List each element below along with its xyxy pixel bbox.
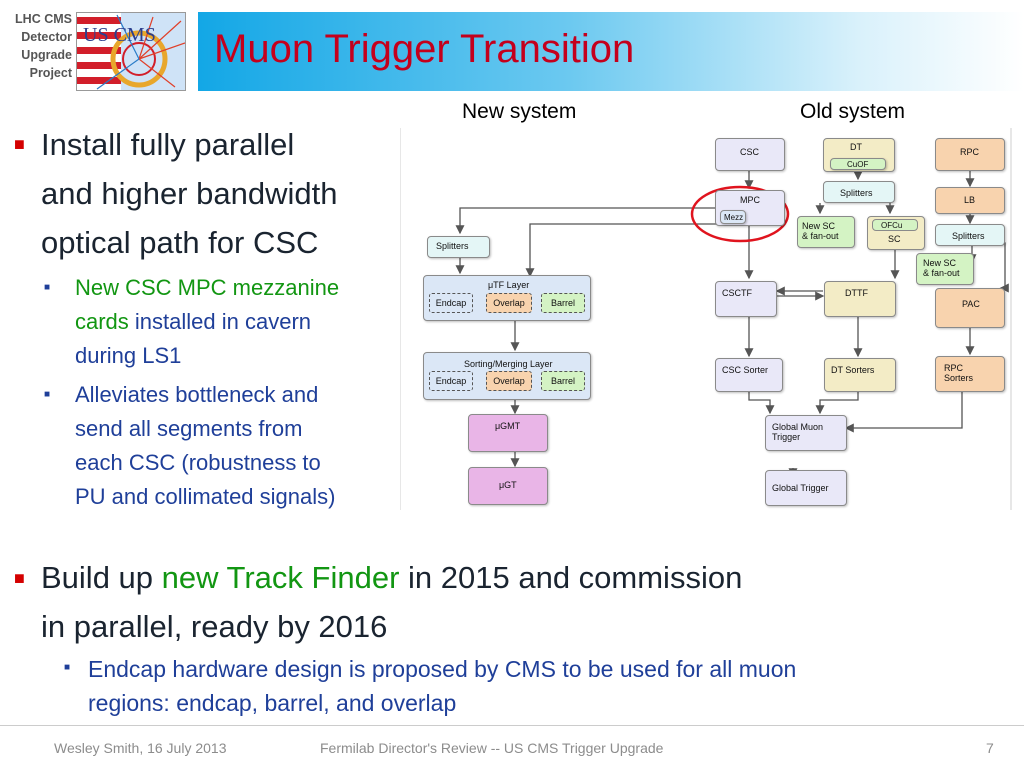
bullet-marker: ■ [14,568,25,588]
dt-label: DT [850,142,862,152]
sub-bullet-3-line: regions: endcap, barrel, and overlap [88,690,457,716]
new-sc-fanout-rpc-box: New SC & fan-out [916,253,974,285]
sub-bullet-2-text: Alleviates bottleneck and send all segme… [75,378,335,514]
sc-box: OFCu SC [867,216,925,250]
rpc-box: RPC [935,138,1005,171]
bullet-2-pre: Build up [41,560,162,595]
bullet-1-line: and higher bandwidth [41,176,338,211]
rpc-sorters-box: RPC Sorters [935,356,1005,392]
dt-splitters-box: Splitters [823,181,895,203]
global-muon-trigger-box: Global Muon Trigger [765,415,847,451]
new-sc-line: New SC [802,221,836,231]
new-system-label: New system [462,100,577,123]
sorting-layer-label: Sorting/Merging Layer [464,359,553,369]
ugt-box: μGT [468,467,548,505]
old-system-label: Old system [800,100,906,123]
mpc-box: MPC [715,190,785,226]
utf-endcap: Endcap [429,293,473,313]
rpc-splitters-box: Splitters [935,224,1005,246]
sub-bullet-1-rest: installed in cavern [128,309,312,334]
logo-text: US CMS [83,24,156,46]
sort-endcap: Endcap [429,371,473,391]
new-sc-rpc-line: New SC [923,258,957,268]
project-label-line: Detector [21,30,72,44]
bullet-2-post: in 2015 and commission [399,560,743,595]
utf-barrel: Barrel [541,293,585,313]
rpc-sorters-line: RPC [944,363,964,373]
project-label: LHC CMS Detector Upgrade Project [0,10,72,82]
sort-barrel: Barrel [541,371,585,391]
sort-overlap: Overlap [486,371,532,391]
slide-title: Muon Trigger Transition [214,27,635,71]
new-sc-line: & fan-out [802,231,839,241]
rpc-sorters-line: Sorters [944,373,974,383]
new-sc-rpc-line: & fan-out [923,268,960,278]
bullet-marker: ■ [14,134,25,154]
csc-sorter-box: CSC Sorter [715,358,783,392]
dttf-box: DTTF [824,281,896,317]
project-label-line: Upgrade [21,48,72,62]
sub-bullet-1-line3: during LS1 [75,343,182,368]
footer-event: Fermilab Director's Review -- US CMS Tri… [320,740,664,756]
project-label-line: LHC CMS [15,12,72,26]
trigger-diagram: Splitters μTF Layer Endcap Overlap Barre… [400,128,1012,510]
sub-bullet-marker: ■ [44,282,51,293]
bullet-2-line2: in parallel, ready by 2016 [41,609,388,644]
sub-bullet-1-green-2: cards [75,309,129,334]
sub-bullet-1-green: New CSC MPC mezzanine [75,275,340,300]
gmt-line: Global Muon [772,422,824,432]
sub-bullet-3-text: Endcap hardware design is proposed by CM… [88,652,796,720]
utf-overlap: Overlap [486,293,532,313]
bullet-1-text: Install fully parallel and higher bandwi… [41,120,337,267]
pac-box: PAC [935,288,1005,328]
project-label-line: Project [29,66,72,80]
csc-box: CSC [715,138,785,171]
sub-bullet-3-line: Endcap hardware design is proposed by CM… [88,656,797,682]
sub-bullet-marker: ■ [64,662,71,673]
footer-divider [0,725,1024,726]
new-sc-fanout-box: New SC & fan-out [797,216,855,248]
csctf-box: CSCTF [715,281,777,317]
sub-bullet-2-line: send all segments from [75,416,303,441]
gmt-line: Trigger [772,432,801,442]
mezz-box: Mezz [720,210,746,224]
page-number: 7 [986,740,994,756]
bullet-1-line: optical path for CSC [41,225,319,260]
new-splitters-box: Splitters [427,236,490,258]
footer-author: Wesley Smith, 16 July 2013 [54,740,227,756]
us-cms-logo: US CMS [76,12,186,91]
sub-bullet-2-line: Alleviates bottleneck and [75,382,319,407]
ofcu-box: OFCu [872,219,918,231]
title-bar [198,12,1024,91]
sc-label: SC [888,234,901,244]
mpc-label: MPC [740,195,760,205]
bullet-1-line: Install fully parallel [41,127,295,162]
sub-bullet-marker: ■ [44,389,51,400]
bullet-2-green: new Track Finder [161,560,400,595]
sub-bullet-2-line: PU and collimated signals) [75,484,336,509]
sub-bullet-1-text: New CSC MPC mezzanine cards installed in… [75,271,339,373]
ugmt-box: μGMT [468,414,548,452]
us-cms-logo-graphic: US CMS [77,13,185,90]
dt-sorters-box: DT Sorters [824,358,896,392]
global-trigger-box: Global Trigger [765,470,847,506]
cuof-box: CuOF [830,158,886,170]
bullet-2-text: Build up new Track Finder in 2015 and co… [41,553,742,651]
sub-bullet-2-line: each CSC (robustness to [75,450,321,475]
lb-box: LB [935,187,1005,214]
utf-layer-label: μTF Layer [488,280,530,290]
